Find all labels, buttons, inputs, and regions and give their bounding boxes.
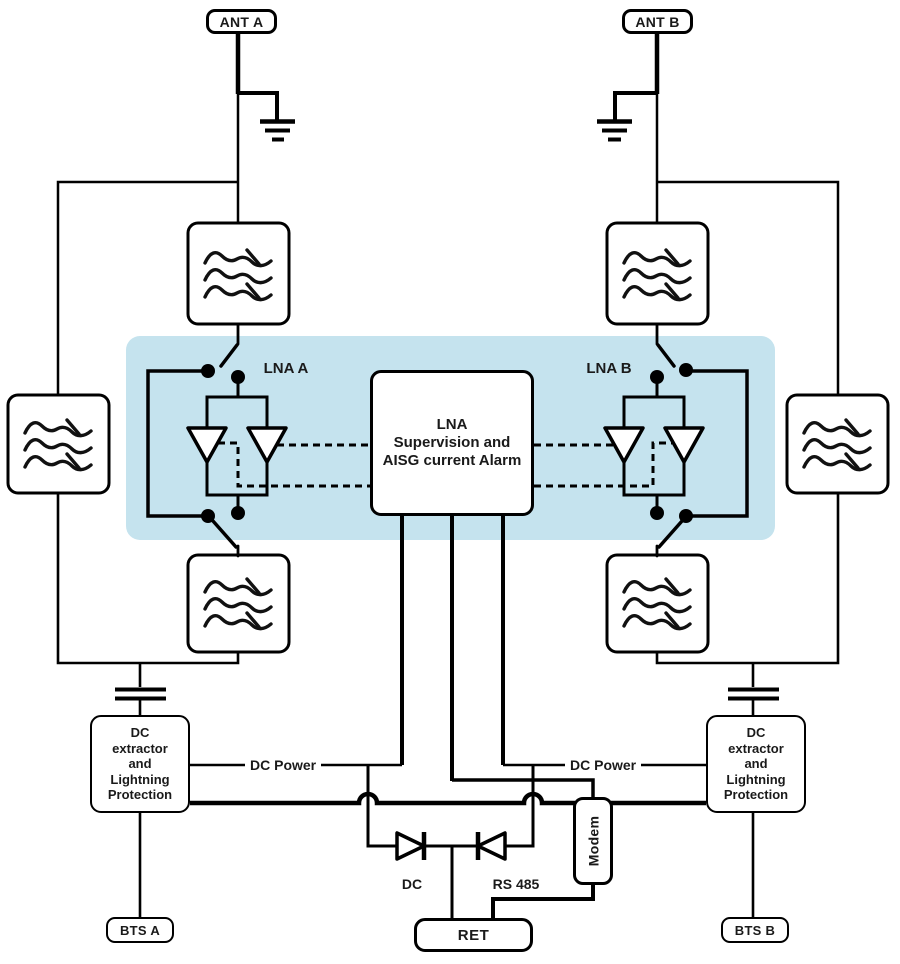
extractor-b-line: extractor [728,740,784,756]
dc-power-b-label: DC Power [565,757,642,773]
supervision-feeds [400,515,595,798]
node-bts-b: BTS B [721,917,789,943]
node-dc-extractor-a: DC extractor and Lightning Protection [90,715,190,813]
lna-a-junctions [201,364,245,523]
extractor-b-line: DC [746,725,766,741]
lna-a-label: LNA A [263,360,309,377]
lna-b-amplifiers [603,426,705,464]
extractor-a-line: extractor [112,740,168,756]
supervision-line: Supervision and [393,434,511,451]
bypass-switch-icon [657,519,684,549]
extractor-b-line: Lightning [726,771,786,787]
dc-power-a-label: DC Power [245,757,322,773]
bypass-switch-icon [211,519,238,549]
extractor-a-line: and [128,756,152,772]
dc-label: DC [401,876,423,892]
extractor-a-line: Lightning [110,771,170,787]
extractor-b-line: and [744,756,768,772]
amplifier-triangle-icon [603,426,645,464]
capacitor-a-icon [115,687,166,701]
diodes [395,831,507,861]
ret-label: RET [457,926,490,944]
lna-a-amplifiers [186,426,288,464]
rs485-label: RS 485 [492,876,540,892]
node-ant-b: ANT B [622,9,693,34]
feeder-join-b [655,492,840,918]
node-bts-a: BTS A [106,917,174,943]
node-modem: Modem [573,797,613,885]
extractor-b-line: Protection [723,787,789,803]
feeder-b-wires [613,33,840,396]
supervision-line: AISG current Alarm [382,452,522,469]
dc-power-lines [190,763,706,848]
capacitor-b-icon [728,687,779,701]
node-dc-extractor-b: DC extractor and Lightning Protection [706,715,806,813]
amplifier-triangle-icon [186,426,228,464]
extractor-a-line: DC [130,725,150,741]
lna-b-label: LNA B [586,360,632,377]
bypass-switch-icon [656,343,676,368]
aisg-bus [190,791,706,806]
modem-label: Modem [585,815,601,867]
amplifier-triangle-icon [246,426,288,464]
ant-a-label: ANT A [219,13,264,30]
diode-icon [476,831,507,861]
diode-combiner [421,832,481,918]
node-lna-supervision: LNA Supervision and AISG current Alarm [370,370,534,516]
supervision-line: LNA [436,416,468,433]
node-ant-a: ANT A [206,9,277,34]
rs485-wire [491,884,595,918]
feeder-a-wires [56,33,279,396]
bts-b-label: BTS B [734,922,776,938]
lna-b-junctions [650,363,693,523]
bypass-switch-icon [219,343,239,368]
node-ret: RET [414,918,533,952]
ground-b-icon [597,119,632,142]
feeder-join-a [56,492,240,918]
supervision-control-lines [218,441,672,488]
ground-a-icon [260,119,295,142]
ant-b-label: ANT B [635,13,680,30]
diode-icon [395,831,426,861]
extractor-a-line: Protection [107,787,173,803]
lna-a-circuit [146,322,269,558]
bts-a-label: BTS A [119,922,161,938]
lna-b-circuit [622,322,749,558]
amplifier-triangle-icon [663,426,705,464]
